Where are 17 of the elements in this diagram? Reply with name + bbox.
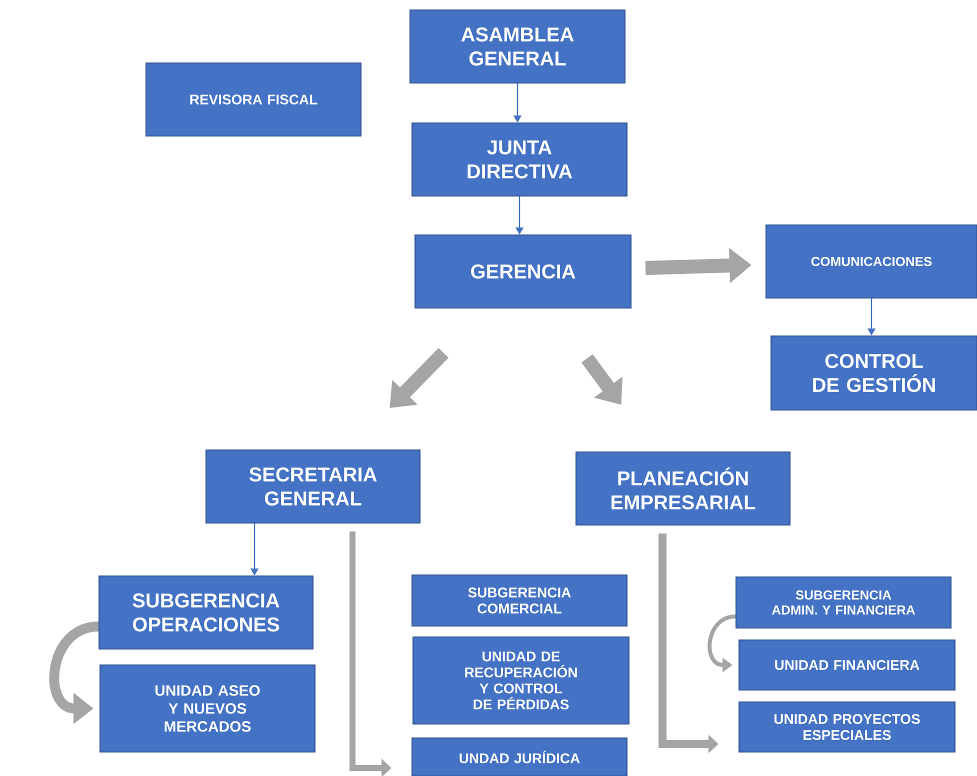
org-box: PLANEACIÓN EMPRESARIAL [576, 452, 790, 526]
org-box: UNIDAD PROYECTOS ESPECIALES [738, 702, 956, 752]
org-box: SUBGERENCIA COMERCIAL [412, 574, 628, 626]
org-box: JUNTA DIRECTIVA [412, 122, 628, 196]
org-box: UNIDAD DE RECUPERACIÓN Y CONTROL DE PÉRDIDAS [412, 636, 630, 724]
org-box: SECRETARIA GENERAL [206, 450, 420, 524]
org-box: ASAMBLEA GENERAL [410, 10, 626, 84]
org-box: SUBGERENCIA ADMIN. Y FINANCIERA [736, 576, 952, 628]
org-box: GERENCIA [414, 234, 632, 308]
org-box: UNIDAD ASEO Y NUEVOS MERCADOS [100, 664, 316, 752]
org-box: COMUNICACIONES [766, 224, 977, 298]
org-box: SUBGERENCIA OPERACIONES [98, 576, 314, 650]
org-box: CONTROL DE GESTIÓN [770, 336, 977, 410]
org-box: REVISORA FISCAL [146, 62, 362, 136]
org-box: UNDAD JURÍDICA [412, 738, 628, 776]
org-box: UNIDAD FINANCIERA [738, 640, 956, 690]
arrow [390, 348, 449, 408]
